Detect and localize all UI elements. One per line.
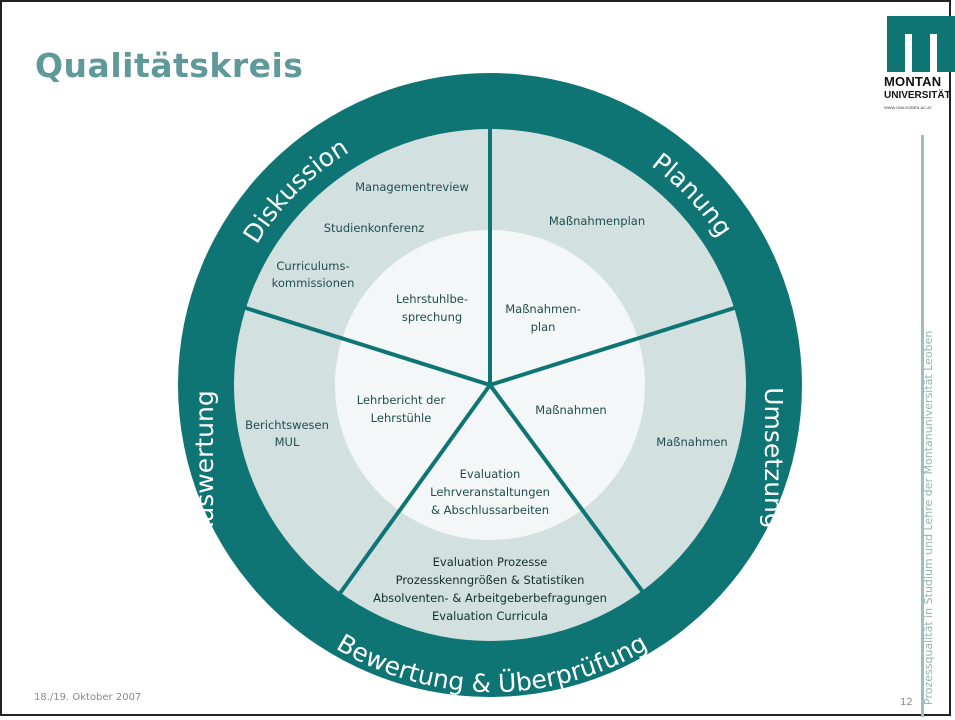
label-bottom-line1: Evaluation Prozesse: [433, 555, 548, 569]
label-berichtswesen-line2: MUL: [275, 435, 300, 449]
ring-label-umsetzung: Umsetzung: [759, 387, 788, 529]
logo-text-universitaet: UNIVERSITÄT: [884, 90, 951, 101]
label-massnahmenplan-outer: Maßnahmenplan: [549, 214, 645, 228]
label-managementreview: Managementreview: [355, 180, 469, 194]
divider-left: [232, 302, 491, 387]
side-divider: [921, 135, 924, 717]
label-lehrstuhl-line2: sprechung: [402, 310, 462, 324]
label-studienkonferenz: Studienkonferenz: [324, 221, 425, 235]
divider-right: [489, 302, 748, 387]
logo-text-url: WWW.UNILEOBEN.AC.AT: [884, 105, 932, 110]
label-massnahmenplan-inner-line1: Maßnahmen-: [505, 302, 581, 316]
segment-dividers: [232, 118, 748, 605]
label-evaluation-line1: Evaluation: [460, 467, 521, 481]
logo-text-montan: MONTAN: [884, 74, 942, 89]
label-lehrbericht-line1: Lehrbericht der: [357, 393, 446, 407]
label-berichtswesen-line1: Berichtswesen: [245, 418, 329, 432]
university-logo: MONTAN UNIVERSITÄT WWW.UNILEOBEN.AC.AT: [878, 10, 955, 120]
label-evaluation-line3: & Abschlussarbeiten: [431, 503, 549, 517]
divider-bottom-left: [331, 383, 492, 605]
label-evaluation-line2: Lehrveranstaltungen: [430, 485, 550, 499]
logo-mark-icon: [887, 16, 955, 72]
label-curriculums-line1: Curriculums-: [276, 259, 349, 273]
label-massnahmenplan-inner-line2: plan: [531, 320, 556, 334]
label-bottom-line2: Prozesskenngrößen & Statistiken: [396, 573, 585, 587]
divider-bottom-right: [488, 383, 653, 605]
slide-title: Qualitätskreis: [35, 46, 304, 85]
label-bottom-line3: Absolventen- & Arbeitgeberbefragungen: [373, 591, 607, 605]
label-lehrstuhl-line1: Lehrstuhlbe-: [396, 292, 468, 306]
label-massnahmen-outer: Maßnahmen: [656, 435, 727, 449]
label-massnahmen-inner: Maßnahmen: [535, 403, 606, 417]
label-bottom-line4: Evaluation Curricula: [432, 609, 548, 623]
page-number: 12: [900, 697, 913, 708]
footer-date: 18./19. Oktober 2007: [34, 692, 142, 703]
ring-label-auswertung: Auswertung: [190, 390, 219, 539]
label-lehrbericht-line2: Lehrstühle: [371, 411, 432, 425]
label-curriculums-line2: kommissionen: [272, 276, 355, 290]
